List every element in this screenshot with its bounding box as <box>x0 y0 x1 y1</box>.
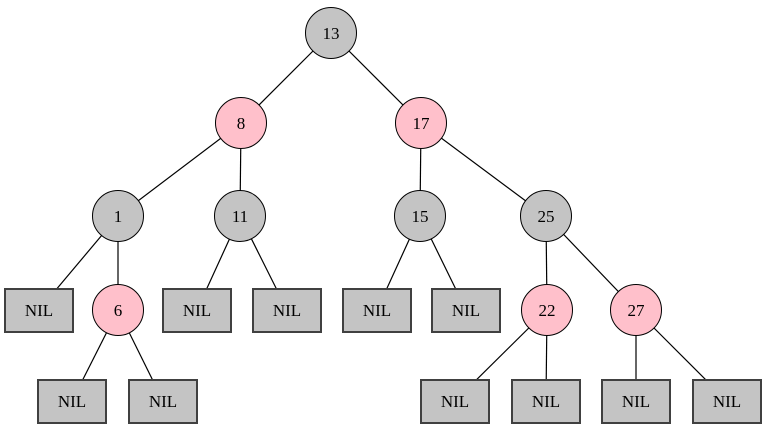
tree-node-11: 11 <box>214 190 266 242</box>
tree-node-25: 25 <box>520 190 572 242</box>
tree-node-8: 8 <box>215 97 267 149</box>
nil-leaf-nil-3: NIL <box>252 287 322 333</box>
nil-leaf-nil-1: NIL <box>4 287 74 333</box>
tree-node-15: 15 <box>394 190 446 242</box>
nil-leaf-nil-8: NIL <box>420 378 490 424</box>
tree-node-17: 17 <box>395 97 447 149</box>
tree-node-22: 22 <box>521 284 573 336</box>
tree-node-6: 6 <box>92 284 144 336</box>
tree-node-13: 13 <box>305 7 357 59</box>
nil-leaf-nil-4: NIL <box>342 287 412 333</box>
nil-leaf-nil-6: NIL <box>37 378 107 424</box>
nil-leaf-nil-9: NIL <box>511 378 581 424</box>
nil-leaf-nil-10: NIL <box>601 378 671 424</box>
tree-node-1: 1 <box>92 190 144 242</box>
nil-leaf-nil-2: NIL <box>162 287 232 333</box>
nil-leaf-nil-5: NIL <box>431 287 501 333</box>
nil-leaf-nil-7: NIL <box>128 378 198 424</box>
nil-leaf-nil-11: NIL <box>692 378 762 424</box>
tree-node-27: 27 <box>610 284 662 336</box>
